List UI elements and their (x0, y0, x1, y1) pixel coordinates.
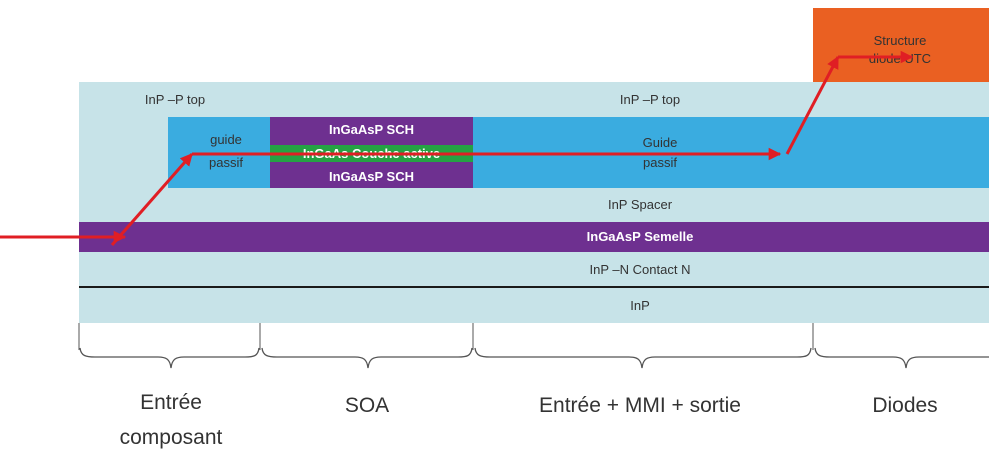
section-entree-label-1: Entrée (140, 391, 202, 414)
soa-sch-top-label: InGaAsP SCH (328, 122, 414, 137)
brace-soa (261, 347, 473, 369)
guide-left-label-1: guide (210, 132, 242, 147)
guide-right-label-2: passif (643, 155, 677, 170)
inp-p-top-right-label: InP –P top (619, 92, 681, 107)
section-soa-label: SOA (344, 394, 390, 417)
section-dividers (78, 323, 814, 350)
inp-spacer-label: InP Spacer (607, 197, 673, 212)
arrow-rise-2 (785, 55, 840, 155)
inp-p-top-left-label: InP –P top (144, 92, 206, 107)
inp-substrate-label: InP (630, 298, 650, 313)
section-mmi-label: Entrée + MMI + sortie (539, 394, 741, 417)
inp-n-contact-label: InP –N Contact N (589, 262, 691, 277)
semelle-layer (79, 222, 989, 252)
brace-mmi (474, 347, 812, 369)
guide-left-label-2: passif (209, 155, 243, 170)
section-braces (79, 347, 989, 369)
diode-utc-block (813, 8, 989, 82)
semelle-label: InGaAsP Semelle (586, 229, 694, 244)
section-entree-label-2: composant (119, 426, 223, 449)
guide-right-label-1: Guide (642, 135, 678, 150)
inp-n-contact-layer (79, 252, 989, 288)
diode-label-1: Structure (873, 33, 927, 48)
brace-entree (79, 347, 260, 369)
light-path-arrows (0, 50, 914, 246)
soa-sch-bottom-label: InGaAsP SCH (328, 169, 414, 184)
arrow-rise-1 (110, 153, 194, 246)
soa-sch-top (270, 117, 473, 145)
brace-diodes (814, 347, 989, 369)
soa-sch-bottom (270, 162, 473, 188)
section-diodes-label: Diodes (872, 394, 938, 417)
inp-substrate-layer (79, 288, 989, 323)
